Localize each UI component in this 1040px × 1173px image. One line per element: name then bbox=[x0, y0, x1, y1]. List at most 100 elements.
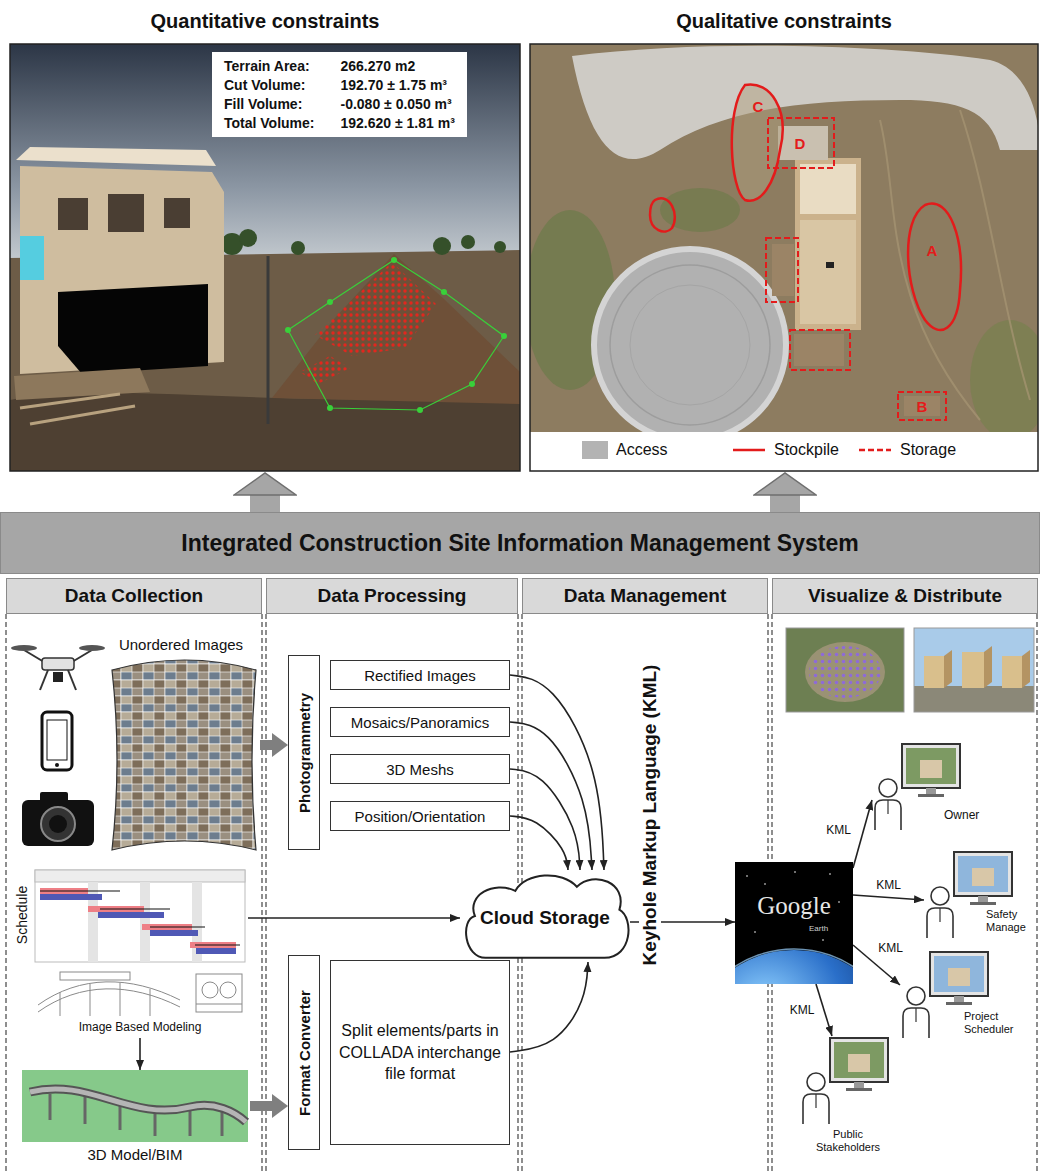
logo-word: Google bbox=[735, 892, 853, 920]
site-aerial-photo bbox=[778, 126, 828, 160]
site-aerial-photo bbox=[800, 220, 856, 324]
render-screenshot bbox=[914, 686, 1034, 712]
user-figure bbox=[803, 1094, 829, 1124]
bim-model-picture bbox=[50, 1094, 222, 1136]
render-screenshot bbox=[914, 628, 1034, 712]
logo-picture bbox=[822, 939, 824, 941]
render-screenshot bbox=[914, 628, 1034, 712]
site-photo-3d bbox=[164, 198, 190, 228]
site-photo-3d bbox=[417, 407, 423, 413]
image-collage: Unordered Images bbox=[102, 636, 260, 854]
bim-model-picture bbox=[22, 1070, 248, 1142]
user-figure bbox=[800, 1036, 896, 1128]
user-figure bbox=[972, 868, 994, 886]
user-figure bbox=[970, 902, 996, 905]
gantt-chart bbox=[150, 926, 205, 927]
bim-model-picture bbox=[221, 1112, 224, 1136]
gantt-chart bbox=[40, 890, 120, 891]
process-label: Rectified Images bbox=[364, 667, 476, 684]
render-screenshot bbox=[944, 650, 952, 688]
flow-arrow bbox=[510, 769, 580, 870]
site-aerial-photo bbox=[800, 164, 856, 214]
logo-subword: Earth bbox=[809, 924, 828, 933]
site-photo-3d bbox=[391, 257, 397, 263]
user-figure bbox=[903, 1008, 929, 1038]
site-photo-3d bbox=[469, 381, 475, 387]
render-screenshot bbox=[924, 656, 944, 688]
site-aerial-photo bbox=[908, 204, 961, 330]
measure-name: Cut Volume: bbox=[224, 77, 314, 93]
user-station: Safety Manage bbox=[924, 850, 1035, 948]
logo-picture bbox=[735, 950, 853, 984]
user-figure bbox=[887, 800, 888, 814]
measurement-box: Terrain Area:266.270 m2Cut Volume:192.70… bbox=[212, 52, 467, 137]
site-aerial-photo bbox=[732, 84, 783, 200]
legend-item: Storage bbox=[858, 441, 956, 459]
user-station: Project Scheduler bbox=[900, 950, 1021, 1052]
site-aerial-photo bbox=[766, 118, 946, 420]
phone-icon bbox=[55, 763, 59, 767]
legend-label: Stockpile bbox=[774, 441, 839, 459]
gantt-chart bbox=[40, 894, 102, 900]
site-photo-3d bbox=[272, 254, 520, 404]
system-title: Integrated Construction Site Information… bbox=[0, 512, 1040, 574]
measure-value: -0.080 ± 0.050 m³ bbox=[340, 96, 454, 112]
process-box: Mosaics/Panoramics bbox=[330, 707, 510, 737]
image-based-modeling-figure bbox=[38, 989, 180, 1012]
user-figure bbox=[930, 952, 988, 996]
site-photo-3d bbox=[10, 393, 520, 471]
site-photo-3d bbox=[300, 356, 350, 384]
flow-arrow bbox=[510, 962, 588, 1052]
camera-icon bbox=[22, 792, 94, 846]
user-figure bbox=[902, 744, 960, 788]
logo-picture bbox=[764, 883, 766, 885]
image-based-modeling-figure bbox=[38, 972, 242, 1016]
bim-model-picture bbox=[84, 1094, 87, 1124]
user-figure bbox=[939, 908, 940, 922]
picture-frame bbox=[530, 44, 1038, 471]
picture-frame bbox=[10, 44, 520, 471]
distribution-arrow bbox=[853, 800, 872, 868]
bim-model-picture bbox=[49, 1094, 52, 1120]
schedule-chart: Schedule bbox=[12, 866, 248, 964]
gantt-chart bbox=[100, 908, 170, 909]
flow-arrow bbox=[260, 740, 288, 750]
site-photo-3d bbox=[30, 406, 135, 424]
area-letter: C bbox=[753, 98, 764, 115]
user-role: Public Stakeholders bbox=[800, 1128, 896, 1154]
site-aerial-photo bbox=[530, 44, 1038, 432]
legend-strip bbox=[530, 432, 1038, 471]
image-based-modeling-figure bbox=[38, 982, 180, 1005]
site-photo-3d bbox=[285, 327, 291, 333]
distribution-arrow bbox=[816, 984, 832, 1036]
user-figure bbox=[846, 1088, 872, 1091]
site-photo-3d bbox=[58, 284, 208, 374]
measure-name: Fill Volume: bbox=[224, 96, 314, 112]
user-figure bbox=[906, 748, 956, 784]
phone-icon bbox=[42, 712, 72, 770]
panel-heading: Quantitative constraints bbox=[8, 0, 522, 42]
user-figure bbox=[879, 779, 897, 797]
site-photo-3d bbox=[291, 241, 305, 255]
site-photo-3d bbox=[433, 237, 451, 255]
figure-caption: 3D Model/BIM bbox=[20, 1146, 250, 1164]
site-photo-3d bbox=[58, 198, 88, 230]
process-group-box: Photogrammetry bbox=[288, 655, 320, 850]
render-screenshot bbox=[924, 652, 1022, 688]
gantt-chart bbox=[35, 870, 245, 882]
camera-icon bbox=[49, 815, 67, 833]
legend-line-sample bbox=[732, 444, 766, 456]
drone-icon bbox=[53, 672, 63, 682]
flow-arrow bbox=[248, 917, 460, 919]
logo-picture bbox=[838, 901, 840, 903]
site-photo-3d bbox=[239, 229, 257, 247]
process-group-box: Format Converter bbox=[288, 955, 320, 1150]
process-label: 3D Meshs bbox=[386, 761, 454, 778]
bim-model-picture bbox=[30, 1089, 246, 1122]
edge-label: KML bbox=[788, 1003, 817, 1017]
site-photo-3d bbox=[267, 256, 270, 424]
camera-icon bbox=[22, 800, 94, 846]
user-figure bbox=[934, 956, 984, 992]
user-figure bbox=[807, 1073, 825, 1091]
drone-icon bbox=[11, 645, 37, 651]
